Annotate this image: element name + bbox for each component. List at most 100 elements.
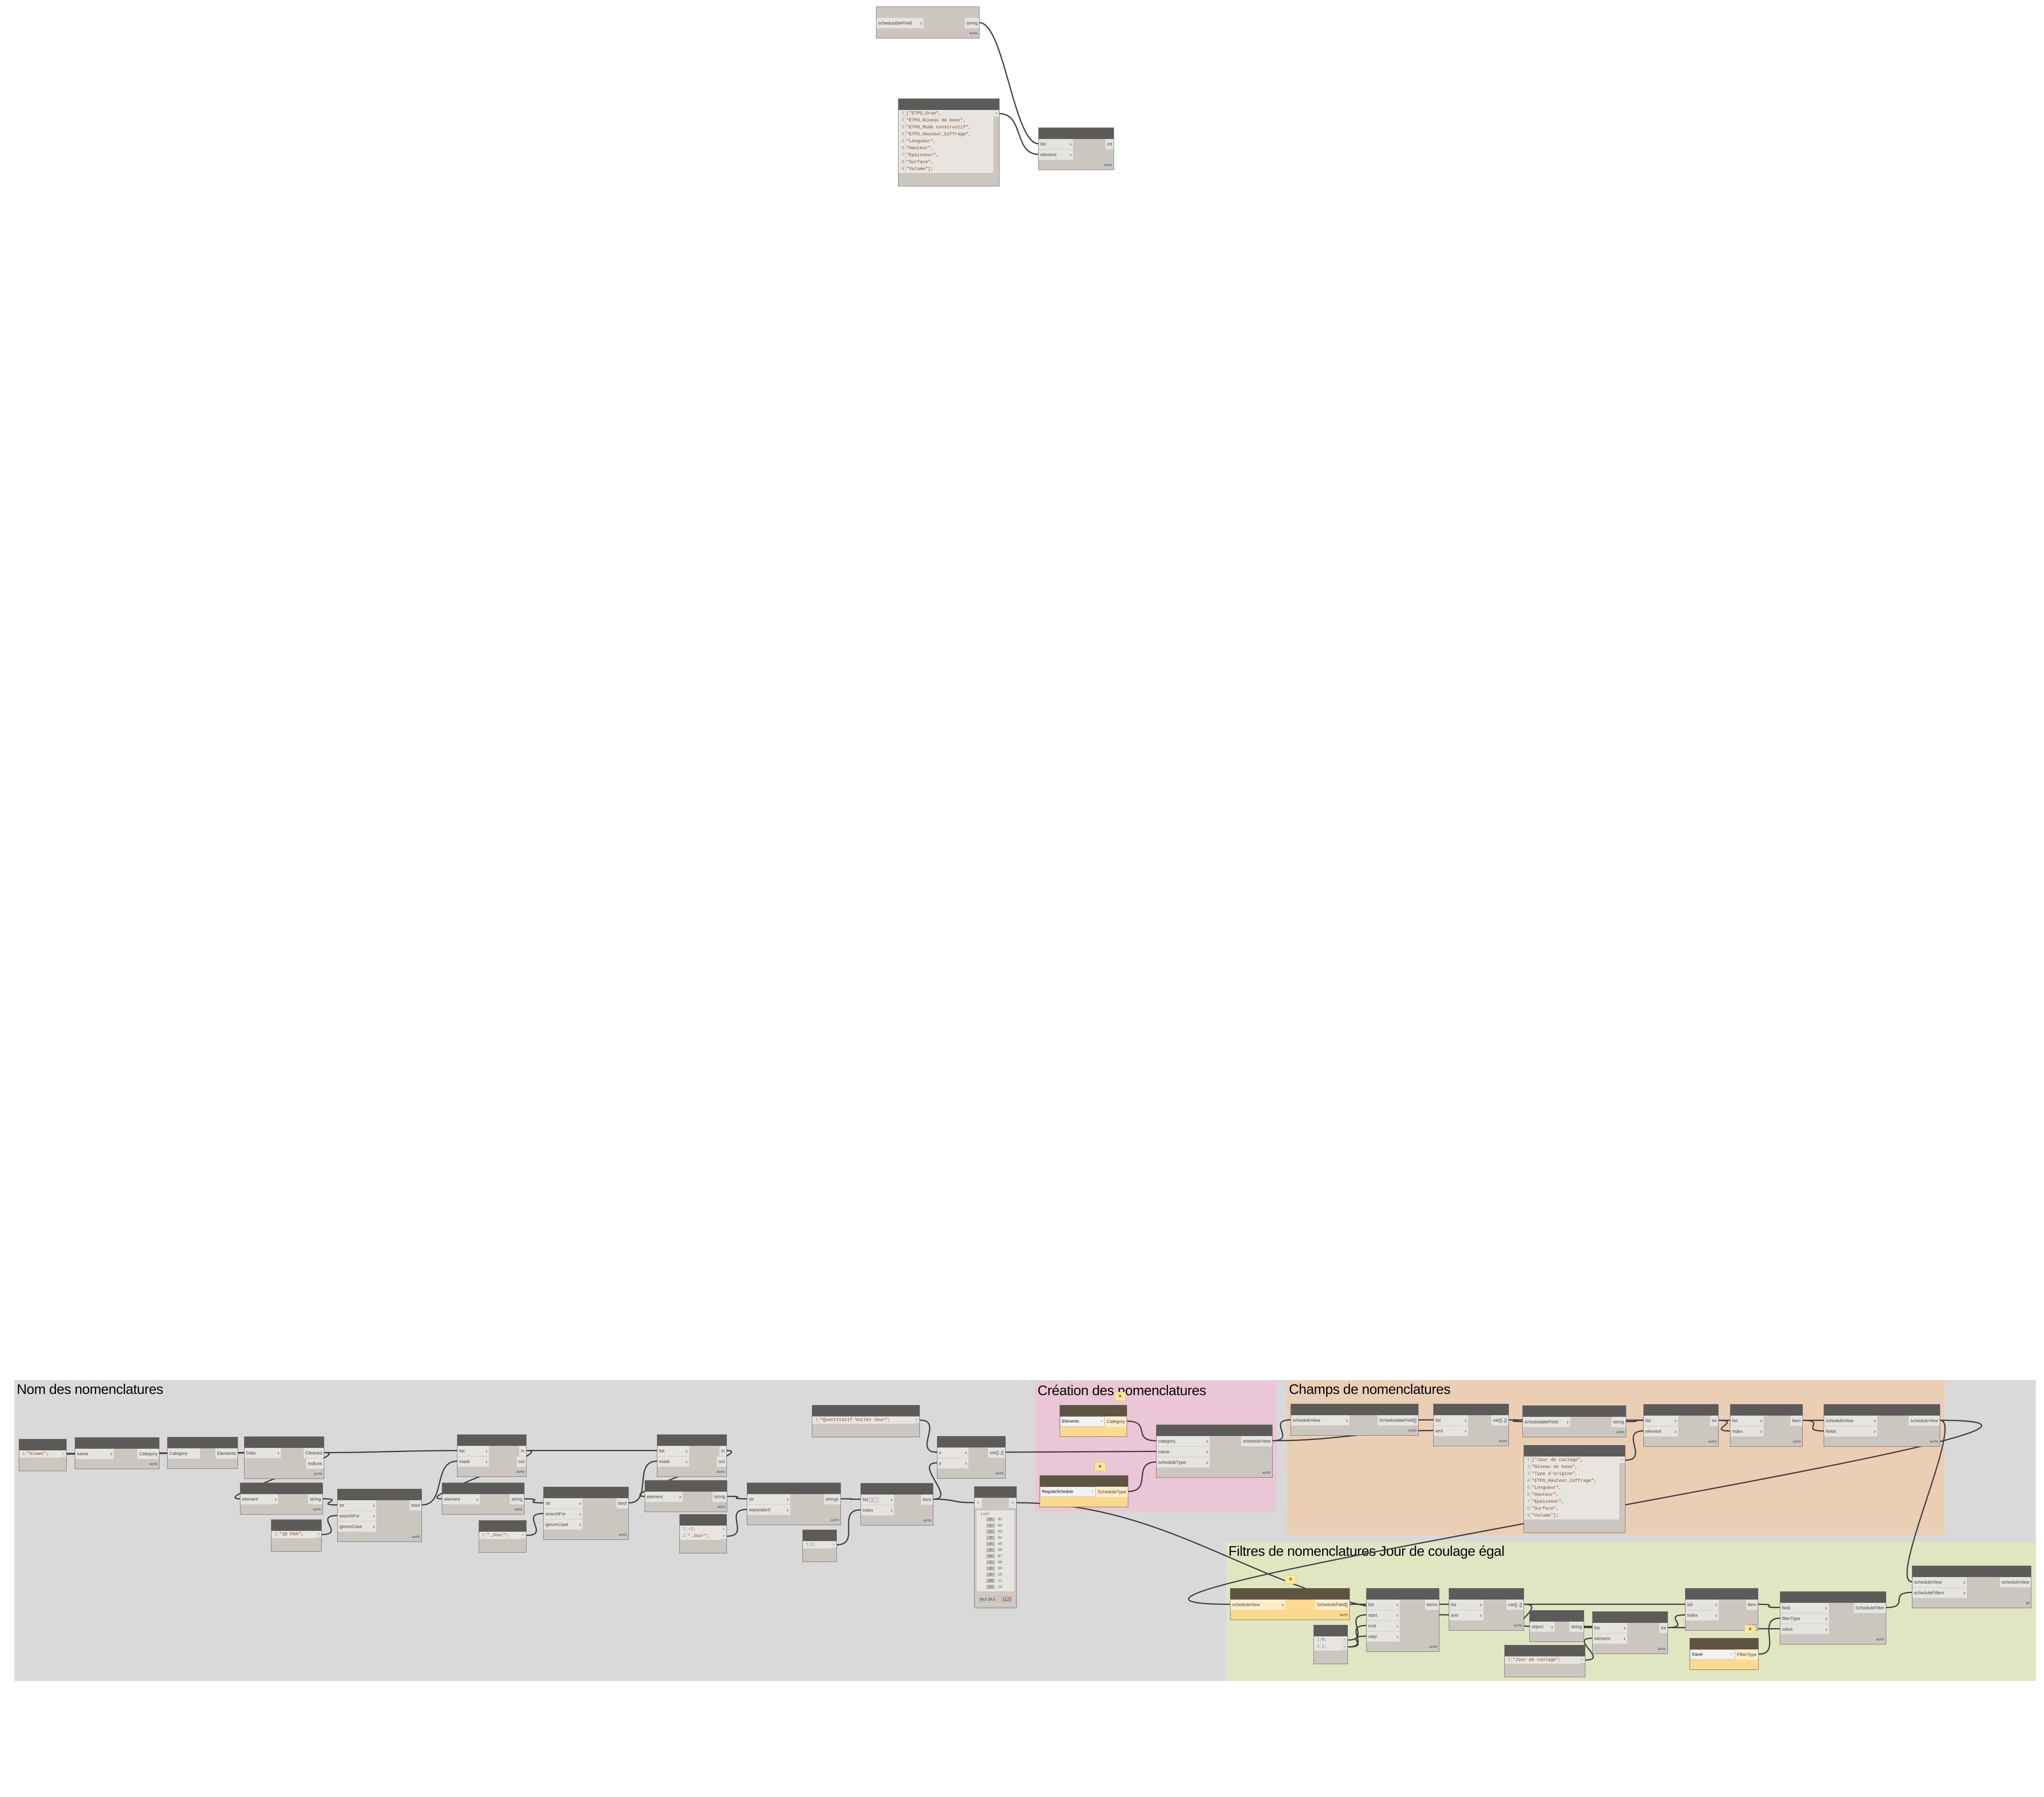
node-header[interactable]	[1644, 1405, 1718, 1416]
chevron-right-icon[interactable]: ›	[372, 1513, 375, 1519]
input-port-ignorecase[interactable]: ignoreCase›	[544, 1519, 583, 1530]
node-header[interactable]	[1156, 1425, 1272, 1436]
input-port-element[interactable]: element›	[442, 1494, 480, 1504]
output-port[interactable]: Cleaned	[304, 1448, 324, 1458]
chevron-right-icon[interactable]: ›	[1963, 1579, 1966, 1585]
input-port-element[interactable]: element›	[1039, 150, 1074, 160]
node-header[interactable]	[1040, 1476, 1128, 1487]
node-header[interactable]	[1367, 1589, 1439, 1600]
node-header[interactable]	[975, 1487, 1016, 1498]
node-header[interactable]	[1530, 1611, 1584, 1622]
output-port[interactable]: >	[1342, 1643, 1347, 1650]
node-header[interactable]	[1730, 1405, 1802, 1416]
chevron-right-icon[interactable]: ›	[1674, 1418, 1676, 1424]
chevron-right-icon[interactable]: ›	[1396, 1623, 1399, 1629]
output-port[interactable]: bool	[410, 1500, 421, 1510]
input-port-element[interactable]: element›	[240, 1494, 278, 1504]
code-block[interactable]: 1"_Jour";>	[479, 1532, 526, 1539]
lacing-label[interactable]: AUTO	[412, 1536, 420, 1539]
code-block[interactable]: 1"3D PHA";>	[271, 1531, 321, 1538]
lacing-label[interactable]: AUTO	[1793, 1441, 1801, 1443]
node-f1[interactable]: scheduleView›SchedulableField[]AUTO	[1291, 1404, 1419, 1436]
input-port-list[interactable]: list›	[1434, 1415, 1468, 1425]
input-port-scheduleview[interactable]: scheduleView›	[1912, 1577, 1967, 1587]
output-port[interactable]: >	[316, 1531, 321, 1537]
code-editor[interactable]: 1-2;2"_Jour";	[680, 1526, 721, 1540]
output-port[interactable]: string	[713, 1492, 727, 1502]
chevron-right-icon[interactable]: ›	[579, 1500, 581, 1506]
note-icon[interactable]: ≡	[1285, 1575, 1296, 1584]
input-port-element[interactable]: element›	[1644, 1426, 1678, 1436]
chevron-right-icon[interactable]: ›	[686, 1448, 688, 1454]
input-port-start[interactable]: start›	[1367, 1610, 1400, 1620]
output-port[interactable]: >	[993, 110, 999, 117]
lacing-label[interactable]: AUTO	[717, 1471, 725, 1474]
input-port-separator0[interactable]: separator0›	[747, 1505, 790, 1515]
node-r9[interactable]: Equal˅FilterType	[1690, 1638, 1759, 1670]
lacing-label[interactable]: AUTO	[1514, 1624, 1522, 1627]
node-n2[interactable]: 1["ETPO_Grue",2"ETPO_Niveau de base",3"E…	[898, 99, 1000, 186]
node-header[interactable]	[1434, 1404, 1508, 1415]
input-port-amt[interactable]: amt›	[1449, 1610, 1484, 1620]
input-port-scheduletype[interactable]: scheduleType›	[1156, 1457, 1210, 1468]
input-port-list[interactable]: list›	[1449, 1600, 1484, 1610]
input-port-object[interactable]: object›	[1530, 1622, 1555, 1632]
chevron-right-icon[interactable]: ›	[277, 1450, 280, 1456]
output-port[interactable]: string	[510, 1494, 524, 1504]
chevron-right-icon[interactable]: ›	[1480, 1612, 1482, 1618]
note-icon[interactable]: ≡	[1744, 1625, 1756, 1634]
output-port[interactable]: ScheduleType	[1096, 1487, 1128, 1497]
input-port-category[interactable]: Category	[168, 1448, 200, 1459]
node-header[interactable]	[1593, 1612, 1667, 1623]
chevron-right-icon[interactable]: ›	[686, 1459, 688, 1465]
lacing-label[interactable]: AUTO	[1499, 1440, 1507, 1443]
node-r6[interactable]: 1"Jour de coulage";>	[1504, 1645, 1585, 1677]
chevron-right-icon[interactable]: ›	[1825, 1626, 1827, 1632]
node-header[interactable]	[1780, 1592, 1886, 1603]
node-v10[interactable]: 1"_Jour";>	[479, 1520, 527, 1553]
chevron-right-icon[interactable]: ›	[275, 1496, 277, 1502]
node-header[interactable]	[1685, 1589, 1758, 1600]
output-port[interactable]: out	[516, 1456, 526, 1467]
node-f4[interactable]: 1["Jour de coulage",2"Niveau de base",3"…	[1524, 1445, 1625, 1533]
node-header[interactable]	[1230, 1589, 1349, 1600]
lacing-label[interactable]: AUTO	[995, 1472, 1004, 1475]
output-port[interactable]: SchedulableField[]	[1378, 1415, 1418, 1425]
node-v6[interactable]: 1"3D PHA";>	[271, 1519, 322, 1552]
code-block[interactable]: 1["Jour de coulage",2"Niveau de base",3"…	[1524, 1456, 1625, 1519]
output-port[interactable]: Category	[1105, 1416, 1127, 1427]
lacing-label[interactable]: AUTO	[514, 1508, 522, 1511]
lacing-label[interactable]: AUTO	[1708, 1441, 1717, 1443]
output-port[interactable]: int	[1105, 139, 1114, 149]
input-port-mask[interactable]: mask›	[457, 1456, 489, 1467]
lacing-label[interactable]: AUTO	[1104, 164, 1112, 167]
input-port-list[interactable]: list›	[457, 1446, 489, 1456]
lacing-label[interactable]: AUTO	[1930, 1441, 1938, 1443]
node-header[interactable]	[1505, 1645, 1585, 1656]
output-port[interactable]: >	[1009, 1498, 1016, 1508]
output-port[interactable]: string	[308, 1494, 323, 1504]
output-port[interactable]: >	[1579, 1656, 1585, 1663]
chevron-right-icon[interactable]: ›	[579, 1511, 581, 1517]
node-header[interactable]	[1690, 1638, 1758, 1649]
node-header[interactable]	[861, 1483, 933, 1495]
chevron-right-icon[interactable]: ›	[1551, 1624, 1553, 1630]
input-port-category[interactable]: category›	[1156, 1436, 1210, 1446]
node-header[interactable]	[680, 1515, 726, 1526]
output-port[interactable]: item	[921, 1495, 933, 1505]
